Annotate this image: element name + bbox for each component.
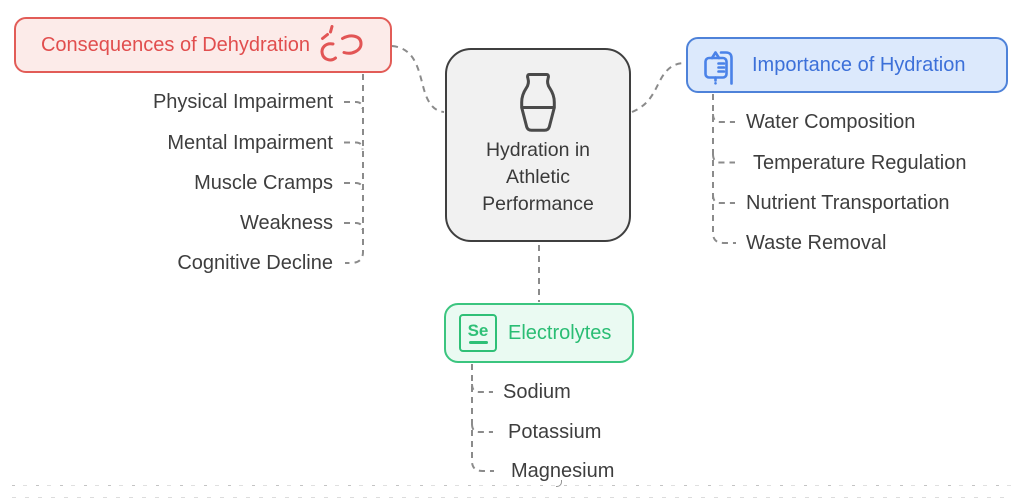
branch-sodium — [471, 383, 493, 393]
item-sodium: Sodium — [503, 381, 571, 403]
cropped-glyph-artifact — [556, 480, 562, 487]
item-water-composition: Water Composition — [746, 111, 916, 133]
center-node-label: Hydration in Athletic Performance — [482, 137, 594, 218]
item-potassium: Potassium — [508, 421, 602, 443]
branch-water-composition — [712, 113, 735, 123]
branch-mental-impairment — [344, 141, 364, 150]
branch-temperature-regulation — [712, 153, 735, 164]
node-importance-of-hydration: Importance of Hydration — [686, 37, 1008, 93]
item-cognitive-decline: Cognitive Decline — [177, 252, 333, 274]
item-muscle-cramps: Muscle Cramps — [194, 172, 333, 194]
trunk-importance — [712, 94, 736, 244]
item-mental-impairment: Mental Impairment — [167, 132, 333, 154]
cramp-doodle-icon — [320, 25, 363, 62]
edge-center-to-importance — [631, 62, 687, 113]
branch-muscle-cramps — [344, 182, 364, 191]
branch-nutrient-transportation — [712, 194, 735, 204]
item-waste-removal: Waste Removal — [746, 232, 887, 254]
center-label-line-2: Athletic — [506, 166, 570, 188]
item-magnesium: Magnesium — [511, 460, 615, 482]
selenium-underline — [468, 341, 488, 344]
node-center-hydration: Hydration in Athletic Performance — [445, 48, 631, 242]
center-label-line-3: Performance — [482, 193, 594, 215]
electrolytes-node-label: Electrolytes — [508, 321, 612, 344]
consequences-node-label: Consequences of Dehydration — [40, 33, 311, 56]
node-consequences-of-dehydration: Consequences of Dehydration — [14, 17, 392, 73]
selenium-symbol: Se — [467, 321, 489, 341]
vase-icon — [520, 73, 556, 132]
branch-physical-impairment — [344, 101, 364, 110]
center-label-line-1: Hydration in — [485, 139, 591, 161]
selenium-element-icon: Se — [459, 314, 497, 352]
trunk-electrolytes — [471, 364, 494, 472]
trunk-consequences — [345, 74, 364, 264]
edge-center-to-consequences — [391, 45, 445, 113]
item-temperature-regulation: Temperature Regulation — [753, 152, 967, 174]
item-weakness: Weakness — [239, 212, 333, 234]
item-physical-impairment: Physical Impairment — [152, 91, 333, 113]
importance-node-label: Importance of Hydration — [752, 53, 966, 76]
branch-potassium — [471, 423, 493, 433]
branch-weakness — [344, 222, 364, 231]
iv-drip-icon — [704, 51, 733, 85]
cropped-bottom-artifact — [12, 485, 1012, 486]
node-electrolytes: Se Electrolytes — [444, 303, 634, 363]
cropped-bottom-artifact — [12, 497, 1012, 498]
item-nutrient-transportation: Nutrient Transportation — [746, 192, 950, 214]
